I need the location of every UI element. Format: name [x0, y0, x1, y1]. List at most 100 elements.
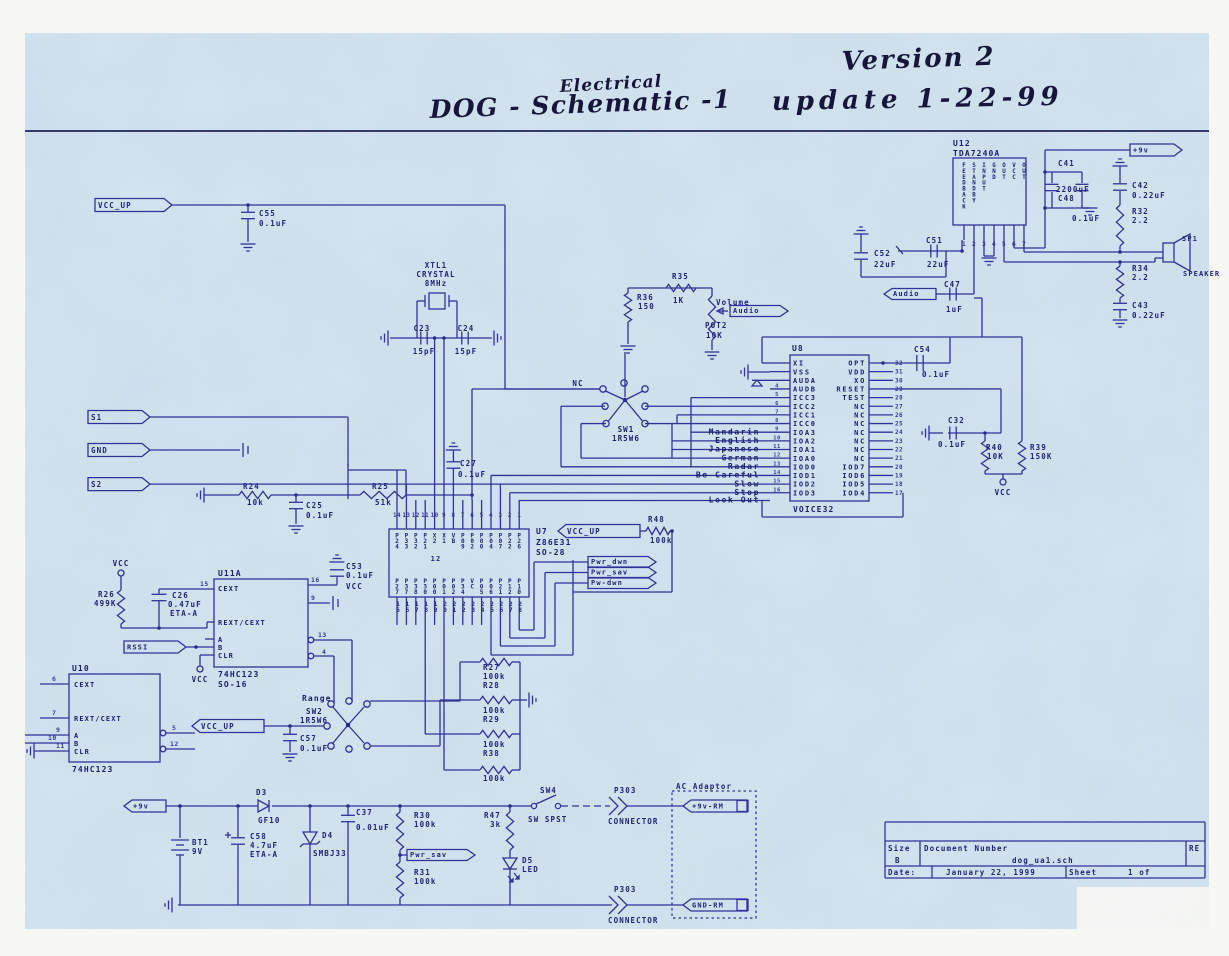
pin-number: 16 — [311, 576, 320, 584]
R31 — [395, 861, 405, 899]
net-label-text: Audio — [733, 307, 760, 315]
vcc-terminal — [999, 478, 1007, 486]
net-label-text: S1 — [91, 413, 102, 422]
pin-number: 5 — [172, 724, 176, 732]
pin-label: XO — [854, 377, 866, 385]
value: 1K — [673, 296, 684, 305]
junction-dot — [622, 397, 628, 403]
ref: C54 — [914, 345, 931, 354]
pin-label: CLR — [74, 748, 90, 756]
speaker — [1173, 232, 1191, 273]
ref: POT2 — [705, 321, 727, 330]
value: 0.1uF — [259, 219, 287, 228]
ic-u11a — [213, 578, 309, 668]
ref: C51 — [926, 236, 943, 245]
pin-label: IOD2 — [793, 481, 817, 489]
pin-number: 19 — [895, 472, 903, 479]
pin-number: 27 — [895, 403, 903, 410]
net-label — [556, 523, 641, 539]
net-label-volume: Volume — [716, 298, 750, 307]
net-label-text: Pwr_dwn — [591, 558, 628, 566]
ref: C23 — [414, 324, 431, 333]
pin-label: ICC3 — [793, 394, 817, 402]
junction-dot — [1118, 250, 1122, 254]
junction-blob — [750, 378, 764, 387]
ref: R35 — [672, 272, 689, 281]
pin-number: 8 — [451, 512, 455, 519]
R40 — [980, 440, 990, 472]
pin-number: 15 — [773, 479, 780, 485]
led — [501, 857, 519, 871]
value: 9V — [192, 847, 203, 856]
R32 — [1115, 204, 1125, 247]
pin-label: REXT/CEXT — [218, 619, 266, 627]
part: SPEAKER — [1183, 270, 1220, 278]
R34 — [1115, 265, 1125, 299]
pin-label: TEST — [842, 394, 866, 402]
value: 10K — [706, 331, 723, 340]
R25 — [359, 490, 407, 500]
pin-number: 10 — [48, 734, 57, 742]
ref: U11A — [218, 569, 242, 578]
pin-label: REXT/CEXT — [74, 715, 122, 723]
R48 — [645, 526, 671, 536]
pin-number: 14 — [773, 470, 781, 476]
value: 0.1uF — [306, 511, 334, 520]
value: CONNECTOR — [608, 817, 659, 826]
net-label-text: +9v — [133, 802, 149, 810]
net-label — [94, 197, 174, 213]
pin-number: 1 — [962, 240, 966, 248]
R26 — [116, 589, 126, 625]
value: 1R5W6 — [300, 716, 328, 725]
switch-terminal — [620, 379, 628, 387]
junction-dot — [194, 645, 198, 649]
pin-label: IOD3 — [793, 489, 817, 497]
pin-label: A — [74, 732, 79, 740]
pin-label: RESET — [836, 386, 866, 394]
pin-label: AUDB — [793, 386, 817, 394]
ref-or-value: R28 — [483, 681, 500, 690]
ref: R24 — [243, 482, 260, 491]
value: 150K — [1030, 452, 1052, 461]
switch-terminal — [641, 402, 649, 411]
pin-number: 23 — [895, 438, 903, 445]
R2x — [479, 695, 513, 705]
pin-label: IOA3 — [793, 429, 817, 437]
pin-number: 31 — [895, 369, 903, 376]
net-label-text: S2 — [91, 480, 102, 489]
pin-number: 10 — [773, 435, 780, 441]
pin-label: IOD5 — [842, 481, 866, 489]
language-label: Mandarin — [709, 426, 760, 436]
ref: SW1 — [618, 425, 635, 434]
pin-number: 6 — [52, 675, 56, 683]
R36 — [623, 292, 633, 323]
net-label-text: VCC_UP — [98, 201, 132, 210]
ref: U10 — [72, 664, 90, 673]
ref: R26 — [98, 590, 115, 599]
net-label — [736, 898, 749, 912]
part: CRYSTAL — [416, 270, 455, 279]
tb-doc-value: dog_ua1.sch — [1012, 856, 1074, 865]
value: 10K — [987, 452, 1004, 461]
range-label: Range — [302, 694, 332, 703]
language-label: Slow — [734, 479, 760, 488]
pin-number: 16 — [773, 487, 781, 493]
value: 0.47uF — [168, 600, 202, 609]
